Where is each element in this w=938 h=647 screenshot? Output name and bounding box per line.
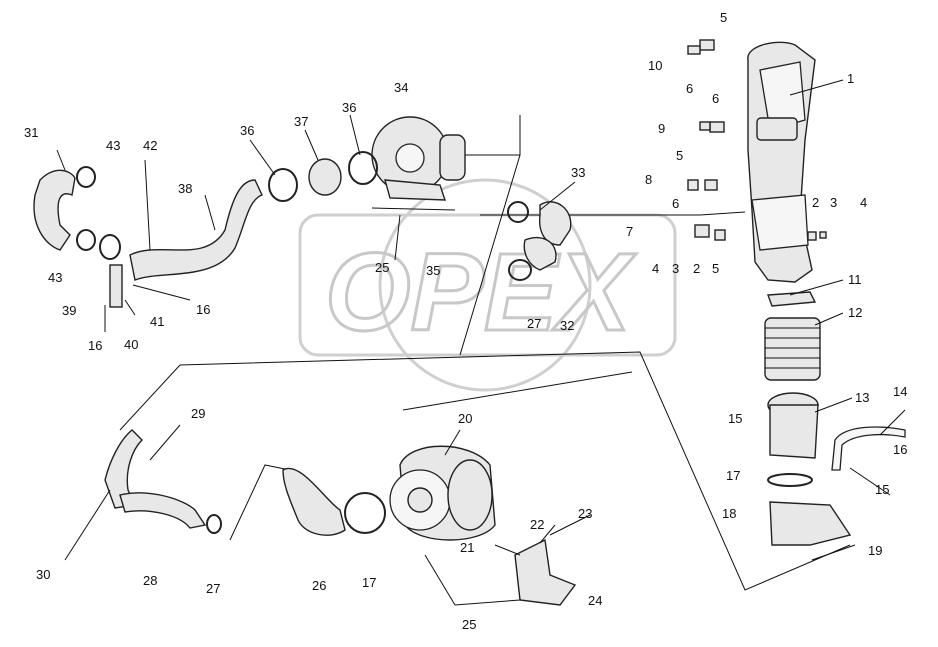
bracket-14 [831, 426, 906, 471]
pipe-33-32 [507, 201, 572, 281]
label-35: 35 [426, 263, 440, 278]
elbow-18 [769, 501, 856, 561]
label-19: 19 [868, 543, 882, 558]
label-17: 17 [362, 575, 376, 590]
label-38: 38 [178, 181, 192, 196]
bracket-40 [109, 264, 123, 308]
label-15: 15 [728, 411, 742, 426]
small-clamps-right [687, 39, 827, 241]
label-27: 27 [206, 581, 220, 596]
connector-line-a [179, 351, 851, 591]
label-15: 15 [875, 482, 889, 497]
clamp-39 [99, 234, 121, 260]
label-9: 9 [658, 121, 665, 136]
label-34: 34 [394, 80, 408, 95]
elbow-13 [767, 392, 819, 459]
label-16: 16 [196, 302, 210, 317]
label-43: 43 [48, 270, 62, 285]
elbow-26 [282, 467, 346, 536]
label-10: 10 [648, 58, 662, 73]
label-5: 5 [712, 261, 719, 276]
label-3: 3 [830, 195, 837, 210]
label-4: 4 [652, 261, 659, 276]
watermark-gear [378, 178, 592, 392]
ring-17-right [767, 473, 813, 487]
label-21: 21 [460, 540, 474, 555]
label-20: 20 [458, 411, 472, 426]
label-40: 40 [124, 337, 138, 352]
label-5: 5 [676, 148, 683, 163]
pipe-31 [33, 169, 76, 251]
label-8: 8 [645, 172, 652, 187]
label-43: 43 [106, 138, 120, 153]
connector-line-b [119, 364, 181, 431]
rings-43 [76, 166, 96, 251]
label-23: 23 [578, 506, 592, 521]
pipe-38 [129, 179, 263, 281]
label-6: 6 [672, 196, 679, 211]
turbo-20 [389, 445, 496, 541]
label-27: 27 [527, 316, 541, 331]
label-30: 30 [36, 567, 50, 582]
label-17: 17 [726, 468, 740, 483]
turbo-34 [371, 116, 466, 211]
label-16: 16 [893, 442, 907, 457]
intake-pipe-1 [747, 41, 816, 283]
label-1: 1 [847, 71, 854, 86]
bellows-12 [764, 317, 821, 381]
label-18: 18 [722, 506, 736, 521]
label-41: 41 [150, 314, 164, 329]
label-24: 24 [588, 593, 602, 608]
label-6: 6 [712, 91, 719, 106]
label-16: 16 [88, 338, 102, 353]
label-42: 42 [143, 138, 157, 153]
connector-line-f [424, 554, 521, 606]
watermark: OPEX [298, 178, 677, 392]
label-2: 2 [693, 261, 700, 276]
part-labels: 1 2 2 3 3 4 4 5 5 5 6 6 6 7 8 9 10 11 12… [24, 10, 907, 632]
label-12: 12 [848, 305, 862, 320]
label-26: 26 [312, 578, 326, 593]
label-36: 36 [342, 100, 356, 115]
label-6: 6 [686, 81, 693, 96]
label-29: 29 [191, 406, 205, 421]
label-33: 33 [571, 165, 585, 180]
label-7: 7 [626, 224, 633, 239]
leader-lines [56, 79, 906, 561]
label-39: 39 [62, 303, 76, 318]
label-31: 31 [24, 125, 38, 140]
label-11: 11 [848, 272, 862, 287]
label-14: 14 [893, 384, 907, 399]
label-25: 25 [375, 260, 389, 275]
bracket-24 [514, 538, 577, 606]
label-4: 4 [860, 195, 867, 210]
connector-line-c [402, 371, 633, 411]
label-36: 36 [240, 123, 254, 138]
ring-17-lower [344, 492, 386, 534]
connector-line-e [229, 464, 291, 541]
label-32: 32 [560, 318, 574, 333]
label-13: 13 [855, 390, 869, 405]
label-2: 2 [812, 195, 819, 210]
watermark-text: OPEX [325, 231, 636, 354]
pipe-29-30-28 [104, 429, 222, 534]
rings-36-37 [268, 151, 378, 202]
label-5: 5 [720, 10, 727, 25]
label-25: 25 [462, 617, 476, 632]
label-3: 3 [672, 261, 679, 276]
label-28: 28 [143, 573, 157, 588]
label-37: 37 [294, 114, 308, 129]
label-22: 22 [530, 517, 544, 532]
